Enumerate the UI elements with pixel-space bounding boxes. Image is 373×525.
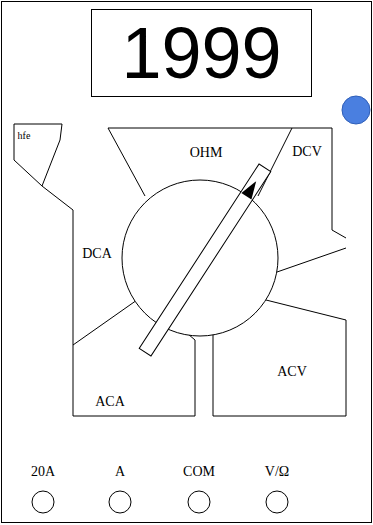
- jack-label: 20A: [31, 465, 55, 479]
- jack-label: COM: [183, 465, 215, 479]
- range-label: DCA: [82, 247, 112, 261]
- jack-label: V/Ω: [265, 465, 289, 479]
- range-label: ACA: [95, 395, 125, 409]
- display-reading: 1999: [121, 17, 281, 89]
- range-label: ACV: [277, 365, 307, 379]
- dial-pointer: [139, 164, 271, 356]
- input-jacks: [32, 491, 288, 513]
- range-label: DCV: [292, 145, 322, 159]
- range-label: OHM: [190, 146, 223, 160]
- selector-regions: [14, 124, 346, 416]
- indicator-dot: [342, 96, 370, 124]
- lcd-display: 1999: [91, 9, 312, 97]
- jack-label: A: [115, 465, 125, 479]
- range-label: hfe: [18, 131, 31, 141]
